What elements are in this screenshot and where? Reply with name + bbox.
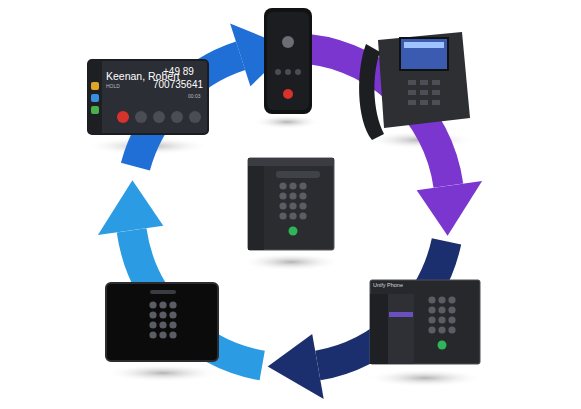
phone-prefix: +49 89 xyxy=(163,67,194,77)
call-timer: 00:03 xyxy=(188,94,201,99)
phone-number: 700735641 xyxy=(153,80,203,90)
app-title: Unify Phone xyxy=(373,283,403,289)
desktop-app xyxy=(248,158,334,250)
desk-phone xyxy=(359,32,470,140)
call-status: HOLD xyxy=(106,84,120,89)
car-display xyxy=(88,60,208,134)
tablet xyxy=(106,283,218,361)
laptop-app xyxy=(370,280,480,364)
mobile-phone xyxy=(264,8,312,114)
